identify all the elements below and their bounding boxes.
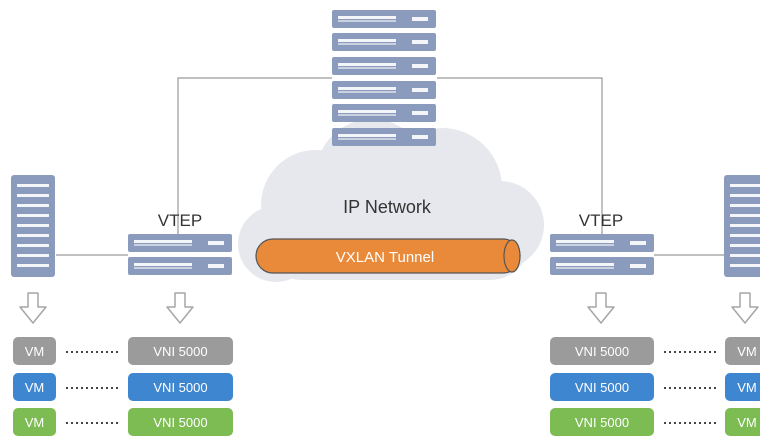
vni-box — [550, 373, 654, 401]
vm-box — [13, 373, 56, 401]
host-server-left — [11, 175, 55, 277]
vm-vni-row: VM VNI 5000 — [13, 408, 233, 436]
down-arrow-icon — [166, 292, 194, 324]
vm-vni-row: VNI 5000 VM — [550, 408, 760, 436]
vni-box — [128, 373, 233, 401]
vm-box — [13, 337, 56, 365]
vni-box — [128, 337, 233, 365]
down-arrow-icon — [587, 292, 615, 324]
vni-label: VNI 5000 — [575, 415, 629, 430]
vm-vni-row: VM VNI 5000 — [13, 337, 233, 365]
link-core-right-vtep — [437, 77, 603, 234]
vm-label: VM — [737, 380, 757, 395]
vxlan-tunnel: VXLAN Tunnel — [255, 238, 521, 274]
vm-box — [725, 337, 760, 365]
vm-vni-row: VM VNI 5000 — [13, 373, 233, 401]
down-arrow-icon — [19, 292, 47, 324]
vni-box — [550, 408, 654, 436]
vni-box — [128, 408, 233, 436]
vm-box — [725, 408, 760, 436]
vni-label: VNI 5000 — [153, 344, 207, 359]
vni-label: VNI 5000 — [575, 380, 629, 395]
left-vm-vni-rows: VM VNI 5000 VM VNI 5000 VM VNI 5000 — [13, 337, 233, 436]
vm-label: VM — [737, 344, 757, 359]
vxlan-tunnel-label: VXLAN Tunnel — [336, 249, 434, 266]
vtep-right-switch — [550, 234, 654, 275]
host-server-right — [724, 175, 760, 277]
vm-box — [13, 408, 56, 436]
vni-label: VNI 5000 — [153, 415, 207, 430]
vni-label: VNI 5000 — [153, 380, 207, 395]
vtep-left-switch — [128, 234, 232, 275]
vni-box — [550, 337, 654, 365]
vm-vni-row: VNI 5000 VM — [550, 373, 760, 401]
vm-label: VM — [25, 415, 45, 430]
link-core-left-vtep — [177, 77, 332, 234]
right-vm-vni-rows: VNI 5000 VM VNI 5000 VM VNI 5000 VM — [550, 337, 760, 436]
ip-network-label: IP Network — [343, 197, 432, 217]
down-arrow-icon — [731, 292, 759, 324]
vtep-right-label: VTEP — [579, 211, 623, 230]
vm-box — [725, 373, 760, 401]
vtep-left-label: VTEP — [158, 211, 202, 230]
vm-label: VM — [25, 380, 45, 395]
vm-label: VM — [25, 344, 45, 359]
connection-lines — [56, 77, 724, 256]
vm-vni-row: VNI 5000 VM — [550, 337, 760, 365]
vni-label: VNI 5000 — [575, 344, 629, 359]
vm-label: VM — [737, 415, 757, 430]
